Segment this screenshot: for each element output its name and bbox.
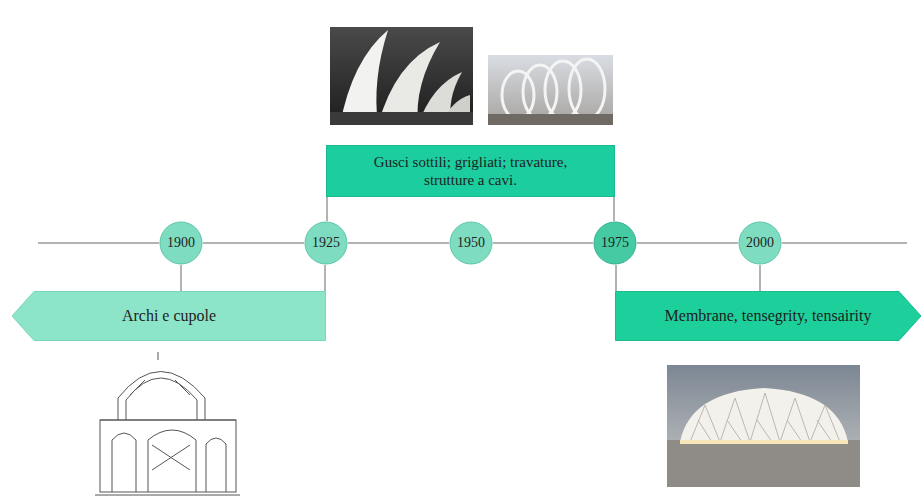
year-circle: 1900 xyxy=(159,221,203,265)
timeline-connector xyxy=(180,265,182,291)
period-label: Membrane, tensegrity, tensairity xyxy=(665,306,872,325)
period-arrow: Membrane, tensegrity, tensairity xyxy=(615,291,921,341)
timeline-connector xyxy=(348,242,449,244)
timeline-connector xyxy=(613,197,615,221)
timeline-connector xyxy=(203,242,304,244)
timeline-connector xyxy=(759,265,761,291)
rings-photo xyxy=(488,55,613,125)
period-label: Gusci sottili; grigliati; travature, str… xyxy=(366,153,575,189)
timeline-connector xyxy=(637,242,738,244)
timeline-stub xyxy=(38,242,159,244)
period-band: Gusci sottili; grigliati; travature, str… xyxy=(326,145,615,197)
timeline-connector xyxy=(493,242,593,244)
stadium-photo xyxy=(667,365,860,487)
year-circle: 1975 xyxy=(593,221,637,265)
year-circle: 1925 xyxy=(304,221,348,265)
year-circle: 1950 xyxy=(449,221,493,265)
period-label: Archi e cupole xyxy=(122,306,216,325)
opera-house-photo xyxy=(330,27,473,125)
period-band-outline xyxy=(326,145,615,197)
timeline-stub xyxy=(782,242,907,244)
year-label: 1950 xyxy=(457,235,485,252)
timeline-connector xyxy=(324,265,326,291)
year-circle: 2000 xyxy=(738,221,782,265)
dome-sketch xyxy=(95,352,240,495)
year-label: 1975 xyxy=(601,235,629,252)
timeline-connector xyxy=(615,265,617,291)
year-label: 1900 xyxy=(167,235,195,252)
year-label: 2000 xyxy=(746,235,774,252)
period-arrow: Archi e cupole xyxy=(12,291,326,341)
timeline-connector xyxy=(326,197,328,221)
year-label: 1925 xyxy=(312,235,340,252)
